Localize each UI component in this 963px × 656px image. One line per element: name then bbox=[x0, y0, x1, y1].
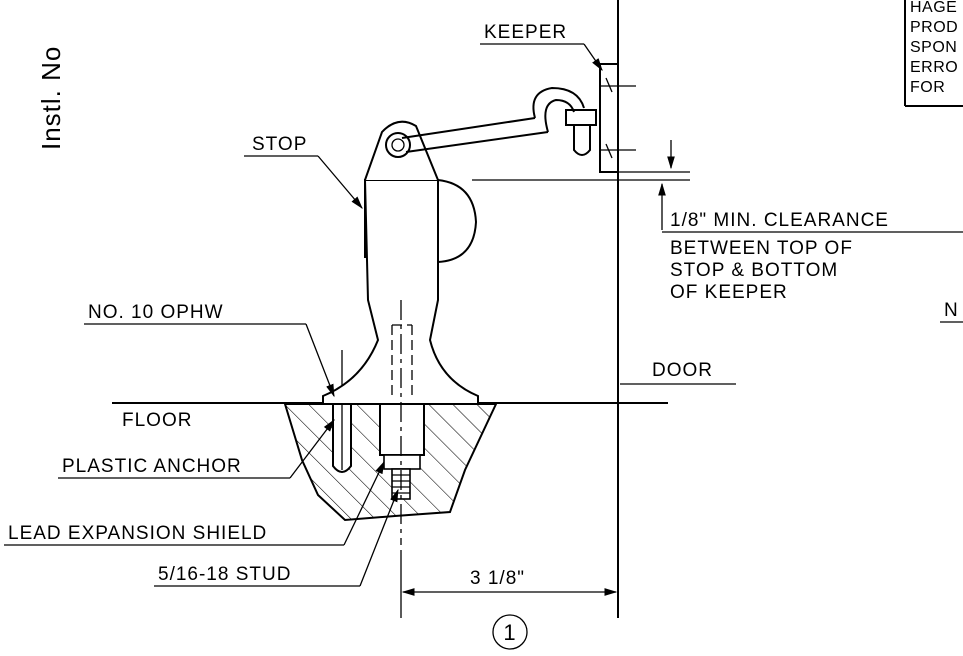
note-line-4: ERRO bbox=[910, 59, 958, 76]
door-label: DOOR bbox=[652, 360, 713, 381]
note-line-3: SPON bbox=[910, 39, 957, 56]
clearance-note-3: OF KEEPER bbox=[670, 282, 788, 303]
shield-label: LEAD EXPANSION SHIELD bbox=[8, 523, 267, 544]
anchor-label: PLASTIC ANCHOR bbox=[62, 456, 242, 477]
note-line-5: FOR bbox=[910, 79, 945, 96]
detail-callout: 1 bbox=[492, 614, 528, 650]
stud-callout: 5/16-18 STUD bbox=[154, 488, 399, 587]
stop-callout: STOP bbox=[244, 134, 363, 209]
detail-number: 1 bbox=[503, 620, 516, 645]
note-line-2: PROD bbox=[910, 19, 958, 36]
note-line-1: HAGE bbox=[910, 0, 957, 16]
clearance-dimension bbox=[472, 140, 690, 230]
stop-label: STOP bbox=[252, 134, 307, 155]
screw-callout: NO. 10 OPHW bbox=[84, 302, 335, 398]
anchor-callout: PLASTIC ANCHOR bbox=[58, 418, 335, 479]
note-fragment-right: N bbox=[944, 300, 959, 321]
clearance-callout: 1/8" MIN. CLEARANCE BETWEEN TOP OF STOP … bbox=[662, 210, 963, 303]
shield-callout: LEAD EXPANSION SHIELD bbox=[4, 460, 385, 546]
keeper-callout: KEEPER bbox=[480, 22, 603, 72]
dimension-label: 3 1/8" bbox=[470, 568, 525, 589]
clearance-label: 1/8" MIN. CLEARANCE bbox=[670, 210, 889, 231]
screw-label: NO. 10 OPHW bbox=[88, 302, 224, 323]
stud-label: 5/16-18 STUD bbox=[158, 564, 291, 585]
installation-number-label: Instl. No bbox=[36, 46, 66, 150]
clearance-note-2: STOP & BOTTOM bbox=[670, 260, 838, 281]
keeper-plate bbox=[599, 63, 636, 173]
clearance-note-1: BETWEEN TOP OF bbox=[670, 238, 853, 259]
door-callout: DOOR bbox=[620, 360, 736, 385]
keeper-arm bbox=[401, 86, 597, 156]
anchor-bore bbox=[332, 350, 352, 473]
note-box: HAGE PROD SPON ERRO FOR bbox=[904, 0, 963, 107]
floor-label: FLOOR bbox=[122, 410, 192, 431]
keeper-label: KEEPER bbox=[484, 22, 567, 43]
offset-dimension: 3 1/8" bbox=[400, 550, 618, 618]
